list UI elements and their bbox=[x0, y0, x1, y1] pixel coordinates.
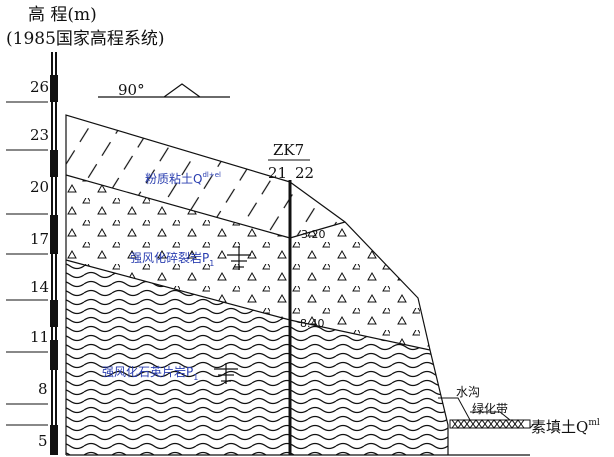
layer-label-fractured-rock: 强风化碎裂岩P1 bbox=[130, 250, 214, 268]
layer-label-sup: dl+el bbox=[202, 171, 221, 179]
layer-label-quartz-schist: 强风化石英片岩P1 bbox=[102, 364, 198, 382]
green-belt-detail bbox=[438, 397, 535, 429]
layer-label-text: 强风化石英片岩P bbox=[102, 364, 193, 379]
fill-soil-sup: ml bbox=[588, 418, 600, 428]
elevation-tick-label: 5 bbox=[38, 432, 48, 450]
elevation-tick-label: 23 bbox=[30, 126, 49, 144]
elevation-tick-label: 17 bbox=[30, 230, 49, 248]
orientation-label: 90° bbox=[118, 81, 145, 99]
layer-label-text: 强风化碎裂岩P bbox=[130, 250, 209, 265]
elevation-tick-label: 14 bbox=[30, 278, 49, 296]
elevation-tick-label: 20 bbox=[30, 178, 49, 196]
borehole-left-value: 21 bbox=[268, 164, 287, 182]
layer-label-sub: 1 bbox=[193, 373, 198, 382]
elevation-ruler bbox=[50, 52, 58, 455]
borehole-right-value: 22 bbox=[295, 164, 314, 182]
chart-title: 高 程(m) bbox=[28, 5, 97, 25]
attitude-symbol-icon bbox=[227, 246, 251, 270]
attitude-symbol-icon bbox=[214, 363, 238, 384]
layer-label-text: 粉质粘土Q bbox=[145, 171, 202, 186]
layer-label-sub: 1 bbox=[209, 259, 214, 268]
elevation-tick-label: 8 bbox=[38, 380, 48, 398]
elevation-tick-lines bbox=[6, 101, 48, 426]
borehole-depth-label: 3.20 bbox=[301, 228, 326, 241]
borehole-id: ZK7 bbox=[273, 141, 304, 159]
layer-label-silty-clay: 粉质粘土Qdl+el bbox=[145, 171, 221, 186]
green-belt-label: 绿化带 bbox=[472, 401, 508, 416]
fill-soil-text: 素填土Q bbox=[531, 418, 588, 436]
chart-subtitle: (1985国家高程系统) bbox=[6, 29, 165, 49]
elevation-tick-label: 26 bbox=[30, 78, 49, 96]
elevation-tick-label: 11 bbox=[30, 328, 49, 346]
fill-soil-label: 素填土Qml bbox=[531, 418, 600, 436]
orientation-triangle-icon bbox=[98, 83, 230, 98]
ditch-label: 水沟 bbox=[456, 385, 480, 399]
borehole-depth-label: 8.40 bbox=[300, 317, 325, 330]
